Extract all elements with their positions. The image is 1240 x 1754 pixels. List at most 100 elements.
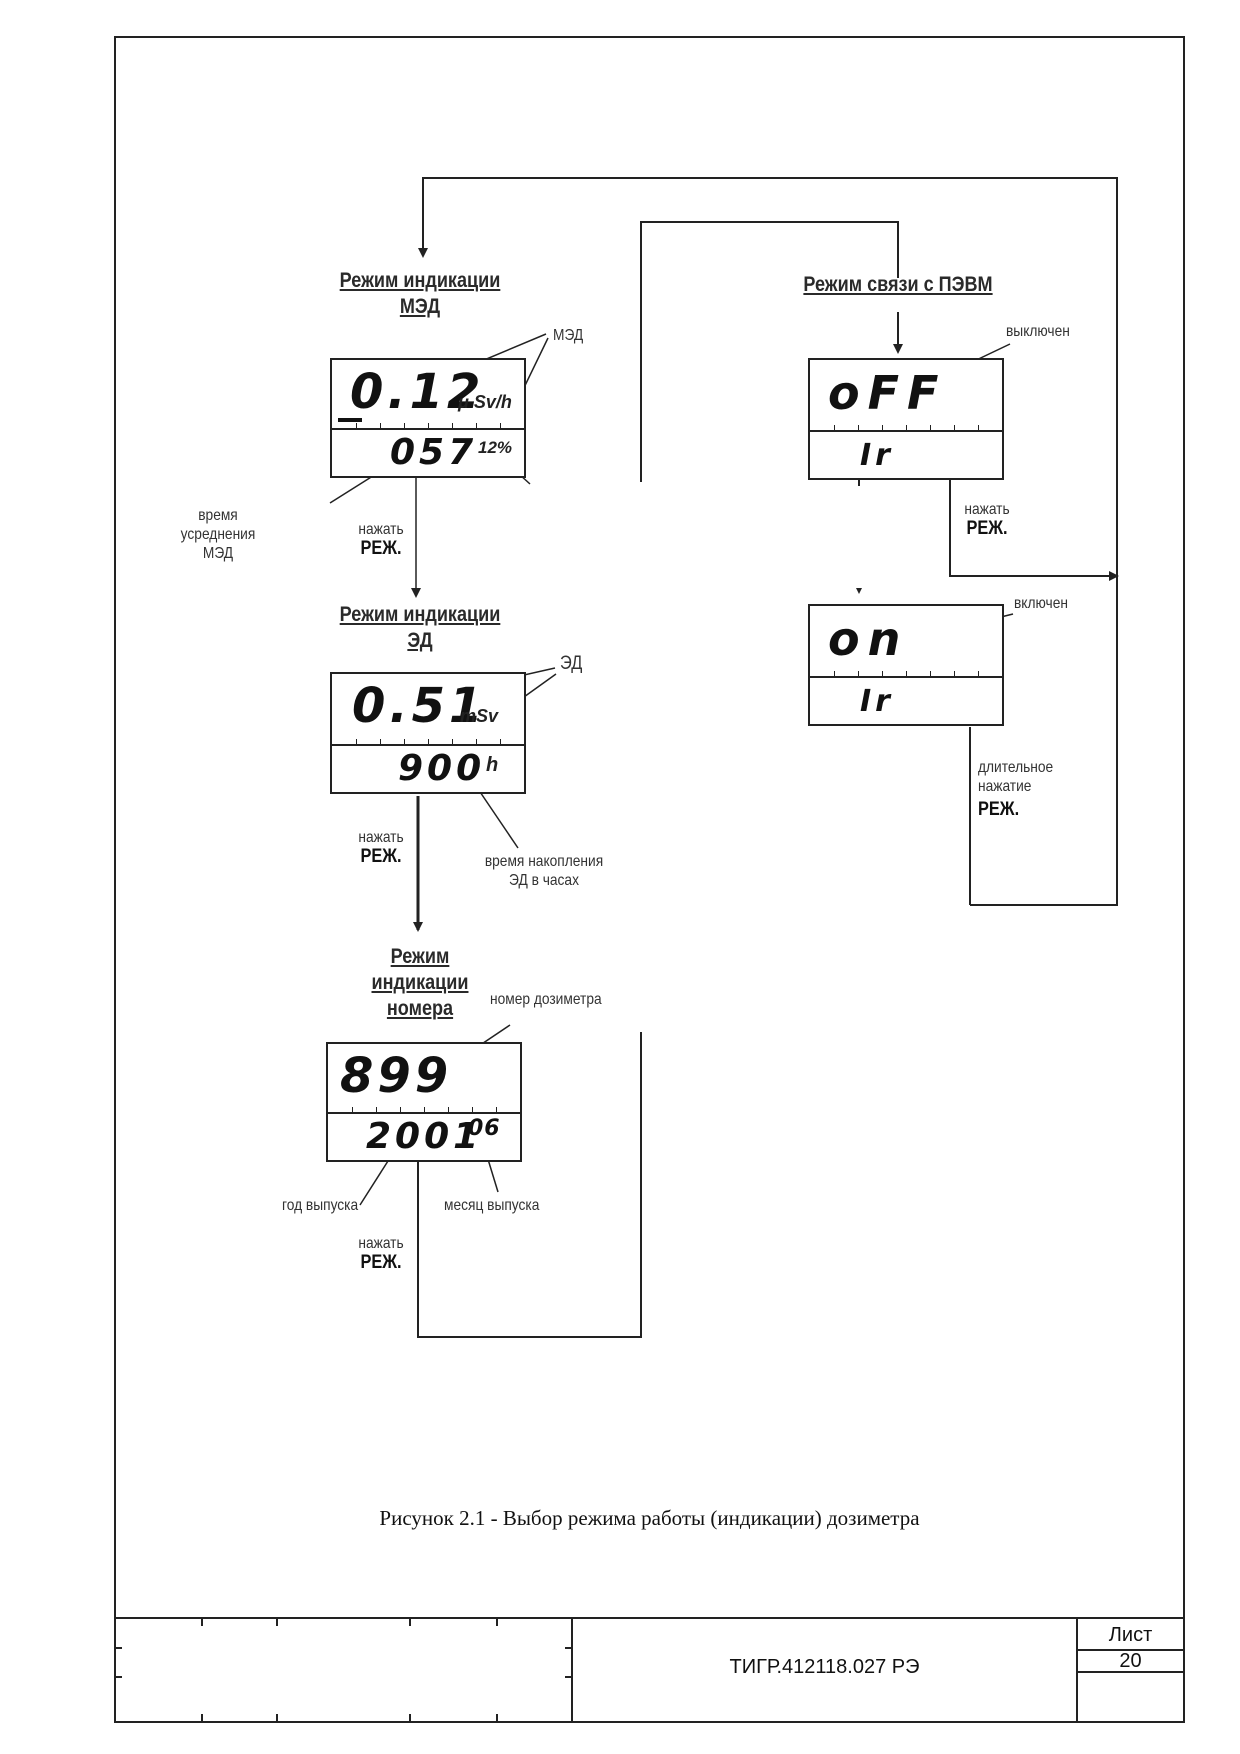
ed-mode-title: Режим индикации ЭД — [317, 602, 523, 654]
lcd-tick — [428, 739, 429, 744]
figure-caption: Рисунок 2.1 - Выбор режима работы (индик… — [379, 1506, 920, 1530]
pc-off-callout: выключен — [1006, 323, 1070, 340]
lcd-tick — [978, 671, 979, 676]
pc-off-display-main: oFF — [828, 366, 947, 420]
lcd-tick — [380, 739, 381, 744]
med-title-line2: МЭД — [399, 295, 441, 318]
title-block-lines — [115, 1617, 1184, 1722]
lcd-separator — [810, 676, 1002, 678]
lcd-tick — [954, 671, 955, 676]
mode-key-label: РЕЖ. — [978, 799, 1020, 820]
number-title-line3: номера — [386, 997, 454, 1020]
long-press-line1: длительное — [978, 759, 1054, 776]
lcd-tick — [424, 1107, 425, 1112]
ed-display-sub: 900 — [398, 748, 486, 789]
number-to-pc-line — [417, 1032, 642, 1338]
lcd-tick — [930, 425, 931, 430]
mode-key-label: РЕЖ. — [966, 518, 1008, 539]
lcd-tick — [352, 1107, 353, 1112]
pc-on-display-main: on — [828, 612, 909, 666]
long-press-label: длительное нажатие РЕЖ. — [978, 758, 1053, 819]
lcd-tick — [356, 739, 357, 744]
number-display: 899 2001 06 — [326, 1042, 522, 1162]
press-label-4: нажать РЕЖ. — [955, 500, 1019, 538]
lcd-tick — [500, 739, 501, 744]
doc-code: ТИГР.412118.027 РЭ — [729, 1656, 920, 1678]
mode-key-label: РЕЖ. — [360, 846, 402, 867]
page-frame — [114, 36, 1185, 1723]
sheet-number: 20 — [1119, 1650, 1142, 1672]
ed-display-unit: mSv — [460, 706, 499, 726]
lcd-tick — [356, 423, 357, 428]
number-display-sub-small: 06 — [468, 1116, 501, 1141]
lcd-tick — [930, 671, 931, 676]
lcd-tick — [882, 671, 883, 676]
ed-display: 0.51 mSv 900 h — [330, 672, 526, 794]
pc-on-display-sub: Ir — [860, 684, 894, 719]
number-callout-month: месяц выпуска — [444, 1197, 540, 1214]
lcd-separator — [328, 1112, 520, 1114]
number-title-line2: индикации — [371, 971, 469, 994]
lcd-tick — [428, 423, 429, 428]
lcd-tick — [452, 423, 453, 428]
lcd-tick — [400, 1107, 401, 1112]
number-display-sub: 2001 — [366, 1116, 483, 1157]
pc-off-display: oFF Ir — [808, 358, 1004, 480]
med-title-line1: Режим индикации — [339, 269, 501, 292]
mode-key-label: РЕЖ. — [360, 538, 402, 559]
ed-callout-sub-line2: ЭД в часах — [509, 872, 579, 889]
pc-off-display-sub: Ir — [860, 438, 894, 473]
lcd-tick — [476, 739, 477, 744]
lcd-tick — [954, 425, 955, 430]
press-word: нажать — [358, 521, 404, 538]
ed-display-sub-unit: h — [486, 754, 499, 776]
ed-display-main: 0.51 — [352, 678, 487, 734]
press-word: нажать — [358, 829, 404, 846]
lcd-tick — [404, 423, 405, 428]
ed-title-line2: ЭД — [407, 629, 433, 652]
sheet-label: Лист — [1108, 1624, 1153, 1646]
pc-on-display: on Ir — [808, 604, 1004, 726]
number-title-line1: Режим — [390, 945, 450, 968]
lcd-tick — [906, 425, 907, 430]
lcd-tick — [404, 739, 405, 744]
press-word: нажать — [964, 501, 1010, 518]
pc-on-callout: включен — [1014, 595, 1068, 612]
lcd-tick — [496, 1107, 497, 1112]
ed-callout-main: ЭД — [560, 653, 583, 674]
ed-callout-sub-line1: время накопления — [484, 853, 604, 870]
lcd-separator — [332, 744, 524, 746]
lcd-tick — [906, 671, 907, 676]
med-display-sub-unit: 12% — [478, 438, 513, 457]
lcd-tick — [476, 423, 477, 428]
lcd-separator — [810, 430, 1002, 432]
press-label-1: нажать РЕЖ. — [349, 520, 413, 558]
press-word: нажать — [358, 1235, 404, 1252]
number-mode-title: Режим индикации номера — [351, 944, 489, 1022]
lcd-tick — [858, 425, 859, 430]
ed-title-line1: Режим индикации — [339, 603, 501, 626]
lcd-tick — [882, 425, 883, 430]
med-mode-title: Режим индикации МЭД — [317, 268, 523, 320]
mode-key-label: РЕЖ. — [360, 1252, 402, 1273]
lcd-separator — [332, 428, 524, 430]
lcd-tick — [858, 671, 859, 676]
med-display: 0.12 μ Sv/h 057 12% — [330, 358, 526, 478]
lcd-tick — [472, 1107, 473, 1112]
lcd-tick — [500, 423, 501, 428]
lcd-tick — [380, 423, 381, 428]
lcd-tick — [448, 1107, 449, 1112]
lcd-tick — [834, 671, 835, 676]
long-press-line2: нажатие — [978, 778, 1032, 795]
press-label-2: нажать РЕЖ. — [349, 828, 413, 866]
press-label-3: нажать РЕЖ. — [349, 1234, 413, 1272]
lcd-tick — [978, 425, 979, 430]
med-display-unit: μ Sv/h — [458, 392, 512, 412]
cursor-underline — [338, 418, 362, 422]
med-display-sub: 057 — [390, 432, 478, 473]
number-callout-main: номер дозиметра — [490, 991, 602, 1008]
arrow-off-to-on — [949, 480, 1119, 581]
pc-mode-title: Режим связи с ПЭВМ — [803, 273, 993, 296]
lcd-tick — [452, 739, 453, 744]
